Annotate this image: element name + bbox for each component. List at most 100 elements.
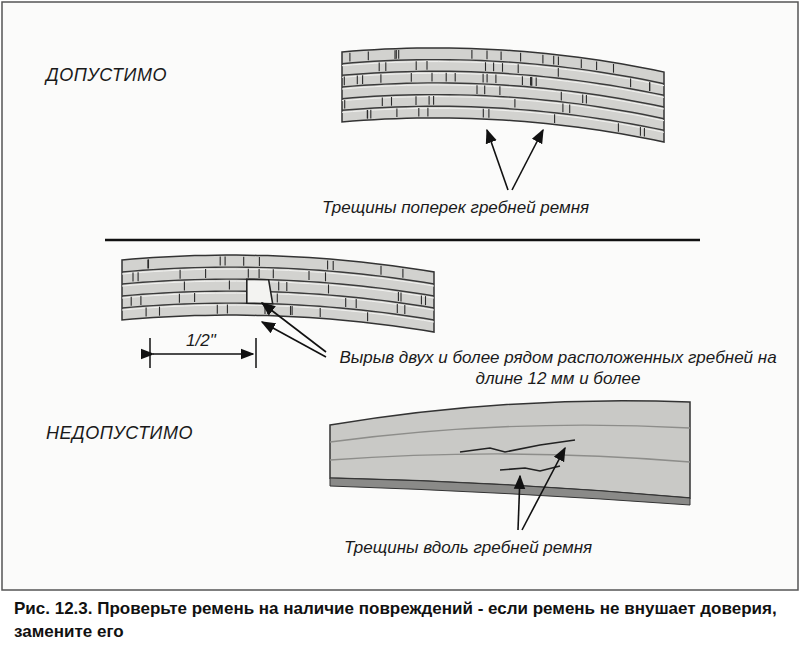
figure-frame — [2, 2, 798, 590]
rib-crack — [485, 62, 486, 71]
rib-crack — [421, 296, 422, 305]
rib-crack — [394, 50, 395, 59]
rib-crack — [499, 86, 500, 95]
rib-crack — [292, 306, 293, 315]
rib-crack — [630, 79, 631, 88]
rib-crack — [184, 282, 185, 291]
rib-crack — [404, 305, 405, 314]
belt-body — [122, 255, 434, 332]
rib-crack — [398, 50, 399, 59]
rib-crack — [370, 110, 371, 119]
rib-crack — [397, 304, 398, 313]
rib-crack — [596, 61, 597, 70]
rib-crack — [243, 257, 244, 266]
rib-crack — [290, 306, 291, 315]
rib-crack — [536, 77, 537, 86]
rib-crack — [531, 77, 532, 86]
rib-crack — [194, 293, 195, 302]
rib-crack — [433, 96, 434, 105]
cracked-belt — [330, 401, 690, 505]
rib-crack — [613, 64, 614, 73]
rib-crack — [225, 257, 226, 266]
status-heading: НЕДОПУСТИМО — [46, 423, 193, 444]
rib-crack — [446, 73, 447, 82]
rib-crack — [367, 110, 368, 119]
rib-crack — [501, 51, 502, 60]
rib-crack — [562, 104, 563, 113]
leader-arrows — [262, 130, 565, 530]
rib-crack — [569, 104, 570, 113]
rib-crack — [502, 63, 503, 72]
rib-crack — [418, 108, 419, 117]
belt-rib-highlight — [342, 108, 664, 132]
rib-crack — [554, 114, 555, 123]
rib-crack — [131, 297, 132, 306]
rib-crack — [514, 99, 515, 108]
rib-crack — [476, 85, 477, 94]
rib-crack — [644, 128, 645, 137]
rib-crack — [277, 294, 278, 303]
rib-crack — [471, 50, 472, 59]
damaged-belt — [122, 255, 434, 332]
rib-crack — [426, 61, 427, 70]
rib-crack — [391, 97, 392, 106]
dimension-label: 1/2" — [186, 330, 216, 351]
ribbed-belt — [342, 48, 664, 142]
figure-caption: Рис. 12.3. Проверьте ремень на наличие п… — [14, 597, 784, 643]
rib-crack — [649, 82, 650, 91]
rib-crack — [380, 74, 381, 83]
rib-crack — [518, 64, 519, 73]
rib-crack — [402, 269, 403, 278]
rib-crack — [618, 123, 619, 132]
rib-crack — [286, 282, 287, 291]
rib-crack — [248, 269, 249, 278]
rib-crack — [345, 298, 346, 307]
rib-crack — [308, 271, 309, 280]
rib-crack — [396, 109, 397, 118]
rib-crack — [349, 53, 350, 62]
rib-crack — [582, 94, 583, 103]
rib-crack — [379, 63, 380, 72]
rib-crack — [344, 77, 345, 86]
rib-crack — [640, 127, 641, 136]
rib-crack — [416, 61, 417, 70]
rib-crack — [542, 55, 543, 64]
rib-crack — [367, 110, 368, 119]
status-heading: ДОПУСТИМО — [46, 65, 167, 86]
rib-crack — [495, 74, 496, 83]
rib-crack — [522, 76, 523, 85]
rib-crack — [415, 96, 416, 105]
divider-line — [105, 239, 700, 242]
rib-crack — [357, 76, 358, 85]
belt-rib-highlight — [122, 269, 434, 286]
rib-crack — [431, 73, 432, 82]
rib-crack — [486, 51, 487, 60]
rib-crack — [520, 53, 521, 62]
rib-crack — [229, 281, 230, 290]
rib-crack — [429, 96, 430, 105]
rib-crack — [180, 270, 181, 279]
rib-crack — [146, 308, 147, 317]
rib-crack — [367, 312, 368, 321]
rib-crack — [455, 73, 456, 82]
rib-crack — [159, 307, 160, 316]
rib-crack — [483, 109, 484, 118]
belt-body — [342, 48, 664, 142]
rib-crack — [396, 50, 397, 59]
rib-crack — [561, 92, 562, 101]
rib-crack — [333, 261, 334, 270]
rib-crack — [398, 292, 399, 301]
rib-crack — [483, 74, 484, 83]
rib-crack — [147, 260, 148, 269]
rib-crack — [586, 95, 587, 104]
rib-crack — [138, 272, 139, 281]
rib-crack — [385, 62, 386, 71]
rib-crack — [425, 296, 426, 305]
rib-crack — [259, 257, 260, 266]
rib-crack — [179, 294, 180, 303]
belt-rib-highlight — [122, 305, 434, 322]
rib-crack — [558, 68, 559, 77]
rib-crack — [140, 296, 141, 305]
rib-crack — [493, 63, 494, 72]
